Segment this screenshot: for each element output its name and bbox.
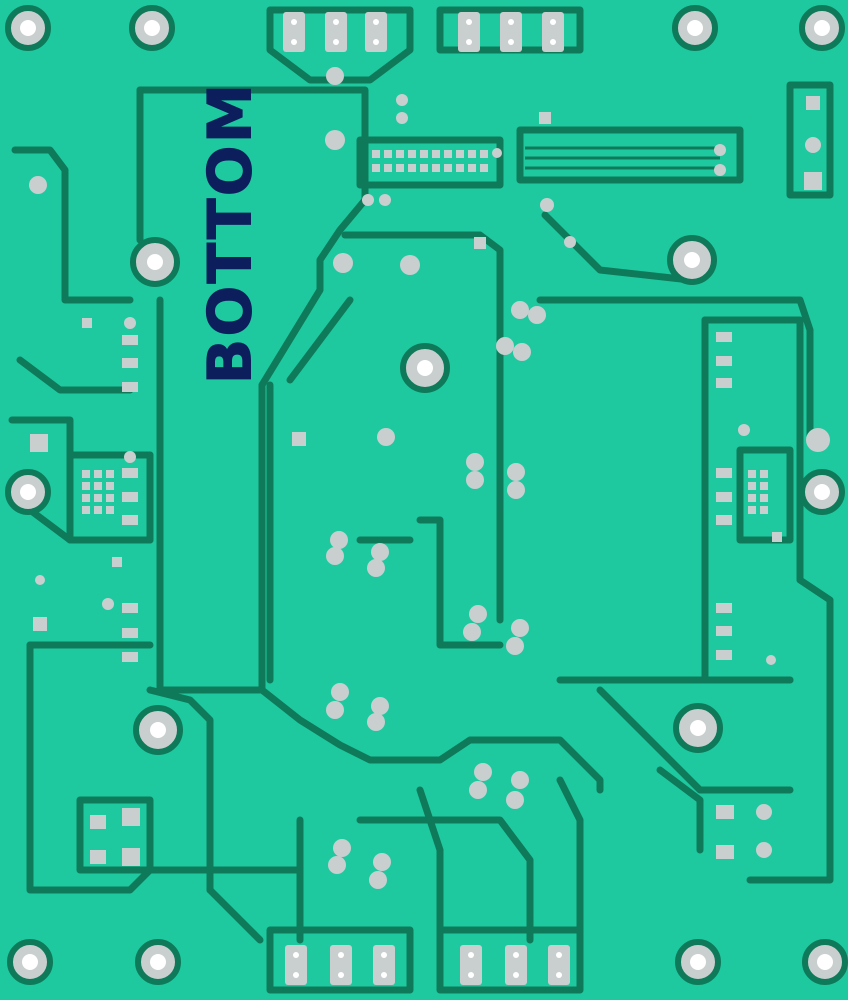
mounting-holes	[5, 5, 848, 985]
ic-pad-grid-left	[82, 470, 114, 514]
connector-holes	[291, 19, 562, 978]
ic-pad-grid-right	[748, 470, 768, 514]
header-pin-row	[372, 150, 488, 172]
connector-pads	[283, 12, 570, 985]
isolation-channels	[8, 6, 834, 994]
component-pads	[29, 67, 830, 889]
signal-traces	[525, 146, 720, 170]
